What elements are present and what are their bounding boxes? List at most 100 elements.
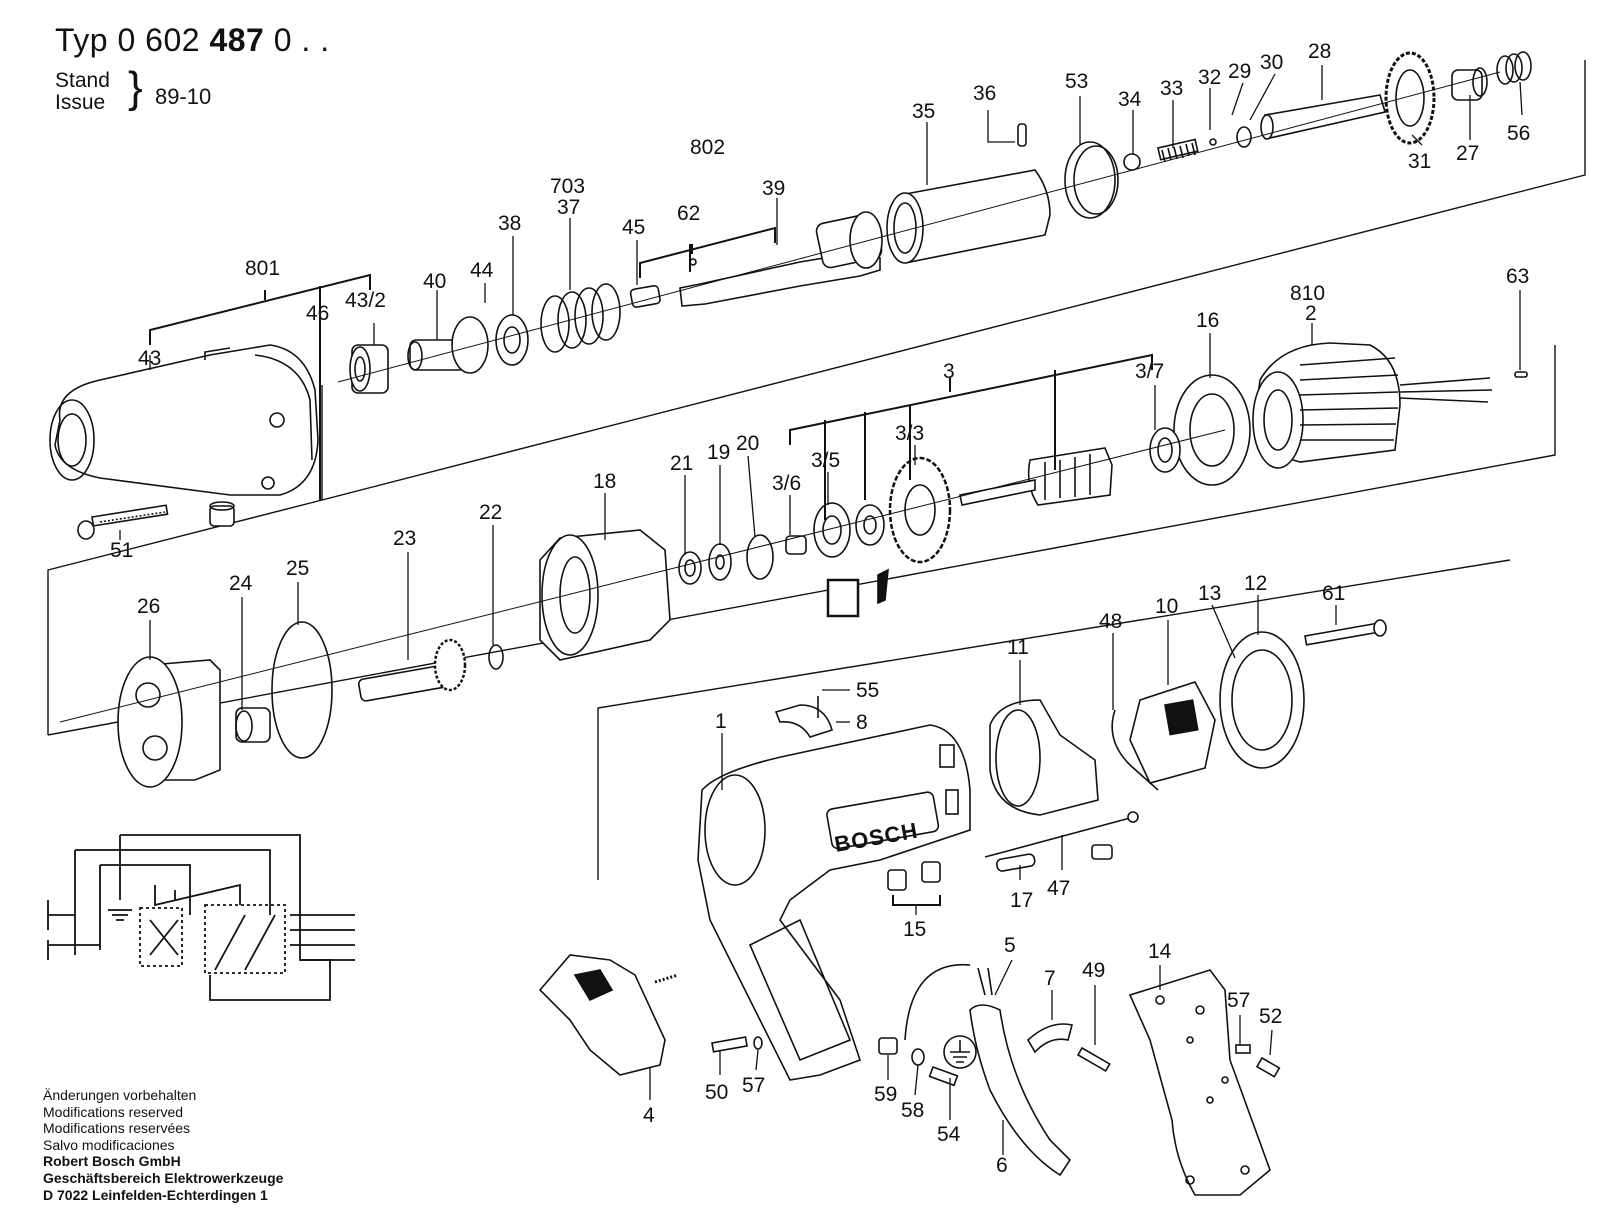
label-46: 46 [306, 302, 329, 325]
ball-34 [1123, 153, 1141, 171]
label-14: 14 [1148, 940, 1172, 963]
type-number-bold: 487 [209, 22, 265, 58]
handle-cover-14 [1128, 969, 1271, 1196]
label-37: 37 [557, 196, 580, 219]
gear-31 [1384, 51, 1436, 145]
label-39: 39 [762, 177, 785, 200]
pin-36 [1017, 123, 1027, 147]
stand-label: Stand [55, 69, 110, 92]
label-51: 51 [110, 539, 133, 562]
label-5: 5 [1004, 934, 1016, 957]
axis-row2 [59, 429, 1226, 723]
row3-parts: BOSCH [538, 619, 1387, 1196]
washer-21 [678, 551, 702, 585]
label-54: 54 [937, 1123, 961, 1146]
tube-35 [886, 169, 1051, 264]
shaft-39 [679, 211, 883, 307]
label-23: 23 [393, 527, 416, 550]
nut-under-housing [209, 501, 235, 527]
row2-parts [59, 342, 1528, 788]
washer-38 [495, 314, 529, 366]
wiring-schematic [47, 834, 355, 1001]
label-3: 3 [943, 360, 955, 383]
label-57b: 57 [742, 1074, 765, 1097]
label-26: 26 [137, 595, 160, 618]
label-12: 12 [1244, 572, 1267, 595]
label-3-6: 3/6 [772, 472, 801, 495]
spring-37 [540, 283, 621, 353]
type-prefix: Typ [55, 22, 109, 58]
ball-32 [1209, 138, 1217, 146]
label-55: 55 [856, 679, 879, 702]
label-56: 56 [1507, 122, 1530, 145]
label-43-2: 43/2 [345, 289, 386, 312]
company-name: Robert Bosch GmbH [43, 1153, 181, 1170]
label-57a: 57 [1227, 989, 1250, 1012]
label-24: 24 [229, 572, 253, 595]
type-title: Typ 0 602 487 0 . . [55, 22, 330, 59]
label-25: 25 [286, 557, 309, 580]
label-32: 32 [1198, 66, 1221, 89]
label-29: 29 [1228, 60, 1251, 83]
label-59: 59 [874, 1083, 897, 1106]
cable-sleeve-6 [969, 967, 1072, 1177]
company-division: Geschäftsbereich Elektrowerkzeuge [43, 1169, 284, 1186]
label-33: 33 [1160, 77, 1183, 100]
leader-lines [119, 65, 1523, 1155]
screw-52 [1255, 1056, 1281, 1078]
spring-56 [1496, 51, 1532, 85]
footer-line-es: Salvo modificaciones [43, 1136, 175, 1153]
group-brackets [149, 226, 1153, 906]
row1-parts [49, 51, 1532, 540]
pin-17 [995, 853, 1036, 872]
washer-20 [746, 534, 774, 580]
label-18: 18 [593, 470, 616, 493]
label-34: 34 [1118, 88, 1142, 111]
label-8: 8 [856, 711, 868, 734]
company-address: D 7022 Leinfelden-Echterdingen 1 [43, 1186, 268, 1203]
issue-date: 89-10 [155, 84, 212, 109]
label-21: 21 [670, 452, 693, 475]
brace-symbol: } [128, 63, 143, 112]
main-housing-1: BOSCH [697, 724, 971, 1081]
screw-49 [1076, 1046, 1111, 1073]
label-3-5: 3/5 [811, 449, 840, 472]
stand-issue-labels: Stand Issue [55, 70, 110, 114]
label-801: 801 [245, 257, 280, 280]
washer-16 [1173, 374, 1251, 486]
washer-57 [753, 1036, 763, 1050]
ring-22 [488, 644, 504, 670]
screw-near-47 [1091, 844, 1113, 860]
label-802: 802 [690, 136, 725, 159]
ring-30 [1236, 126, 1252, 148]
ground-symbol-icon [943, 1035, 977, 1069]
washer-3-5 [855, 504, 885, 546]
label-27: 27 [1456, 142, 1479, 165]
clamp-7 [1026, 1023, 1073, 1054]
footer-line-en: Modifications reserved [43, 1103, 184, 1120]
washer-57b [1235, 1044, 1251, 1054]
cable-48 [1111, 709, 1159, 791]
pin-63 [1514, 371, 1528, 378]
cable-5 [904, 963, 971, 1041]
armature-3 [959, 447, 1113, 506]
part-number-labels: 801 43 46 43/2 40 44 38 703 37 45 802 62… [110, 40, 1530, 1177]
label-6: 6 [996, 1154, 1008, 1177]
label-10: 10 [1155, 595, 1178, 618]
plate-26 [117, 656, 221, 788]
label-7: 7 [1044, 967, 1056, 990]
label-40: 40 [423, 270, 446, 293]
label-13: 13 [1198, 582, 1221, 605]
bearing-3-7 [1149, 427, 1181, 473]
label-28: 28 [1308, 40, 1331, 63]
label-61: 61 [1322, 582, 1345, 605]
rod-47 [984, 817, 1131, 858]
label-11: 11 [1007, 636, 1029, 659]
screw-61 [1304, 619, 1387, 646]
label-1: 1 [715, 710, 727, 733]
label-47: 47 [1047, 877, 1070, 900]
end-cap-12 [1219, 631, 1305, 769]
label-45: 45 [622, 216, 645, 239]
